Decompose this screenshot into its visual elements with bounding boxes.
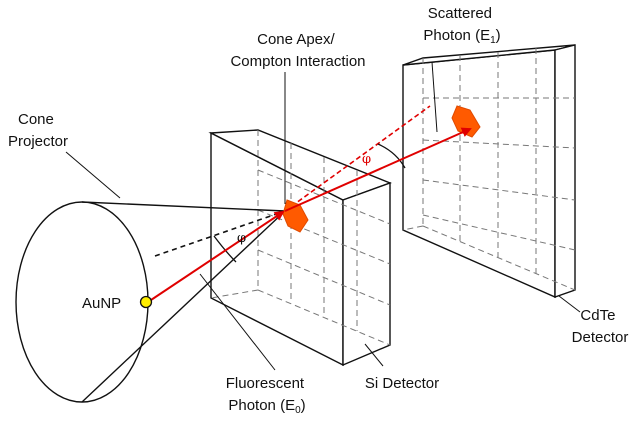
phi-label-left: φ [237, 231, 246, 246]
cdte-interaction-patch [451, 105, 481, 138]
aunp-label: AuNP [82, 295, 121, 312]
si-detector-leader [364, 343, 384, 367]
scattered-photon-label: Scattered Photon (E1) [423, 5, 500, 46]
fluorescent-photon-arrow [147, 210, 285, 303]
fluorescent-photon-leader [199, 273, 276, 371]
cone-projector-label: Cone Projector [8, 111, 68, 150]
cdte-detector-leader [558, 295, 581, 313]
fluorescent-photon-label: Fluorescent Photon (E0) [226, 375, 309, 416]
aunp-dot [139, 295, 153, 309]
scattered-photon-leader [431, 61, 438, 133]
cone-lower-line [81, 210, 286, 403]
scatter-extension-dashed [284, 105, 431, 212]
cone-projector-leader [65, 151, 121, 199]
phi-label-right: φ [362, 152, 371, 167]
si-detector-label: Si Detector [365, 375, 439, 392]
cdte-grid [402, 48, 576, 291]
phi-arc-right [377, 143, 406, 169]
cone-apex-label: Cone Apex/ Compton Interaction [230, 31, 365, 70]
cdte-detector-label: CdTe Detector [572, 307, 629, 346]
fluorescent-extension-dashed [154, 210, 286, 257]
cone-upper-line [81, 201, 286, 212]
scattered-photon-arrow [284, 127, 472, 212]
cdte-detector [402, 44, 576, 299]
si-detector [208, 129, 392, 367]
